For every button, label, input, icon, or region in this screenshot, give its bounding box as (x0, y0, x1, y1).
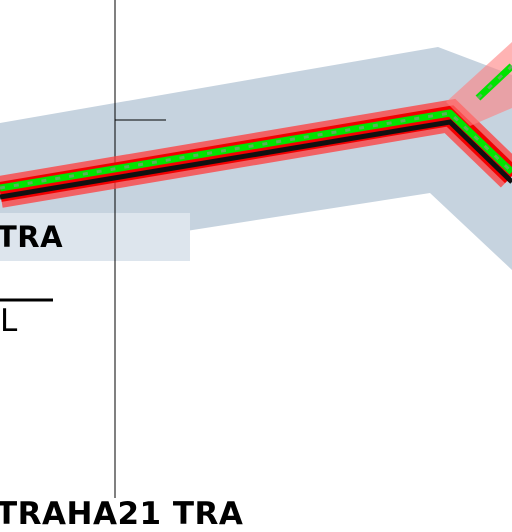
label-background (0, 213, 190, 261)
branch-buffer (446, 42, 512, 126)
bottom-zone-label: TRAHA21 TRA (0, 496, 244, 532)
sub-label: L (0, 303, 18, 339)
zone-label: TRA (0, 220, 64, 254)
branch-route (475, 63, 512, 101)
map-layer (0, 0, 512, 498)
route-highlight (0, 109, 512, 192)
route-centerline (0, 119, 512, 200)
